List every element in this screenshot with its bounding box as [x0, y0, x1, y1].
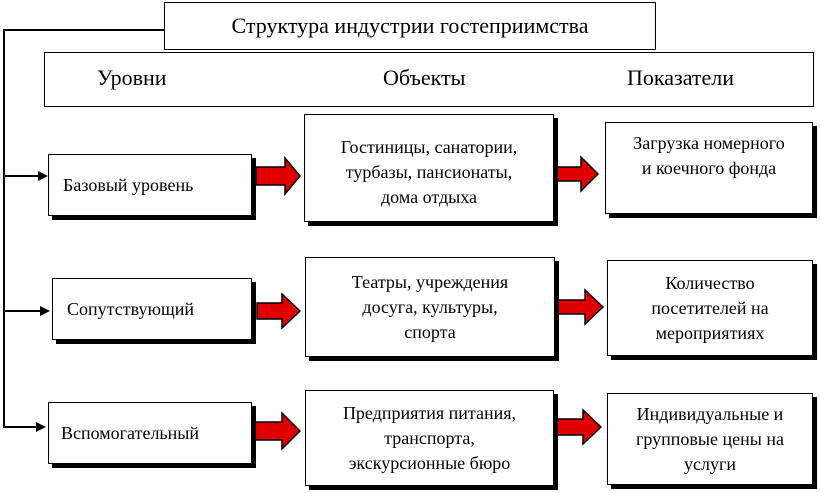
- objects-line: турбазы, пансионаты,: [345, 161, 513, 182]
- objects-line: транспорта,: [384, 427, 475, 448]
- spine-line: [3, 29, 164, 428]
- objects-line: Предприятия питания,: [342, 402, 517, 423]
- indicators-line: Индивидуальные и: [636, 403, 784, 424]
- spine-arrow-1: [4, 171, 48, 181]
- objects-line: Гостиницы, санатории,: [340, 136, 518, 157]
- indicators-line: услуги: [684, 453, 736, 474]
- level-box-related: Сопутствующий: [52, 278, 252, 340]
- red-arrow-objects-to-indicators-2: [555, 288, 605, 326]
- red-arrow-level-to-objects-3: [251, 411, 302, 451]
- red-arrow-objects-to-indicators-1: [553, 155, 600, 193]
- indicators-line: и коечного фонда: [641, 158, 777, 178]
- red-arrow-objects-to-indicators-3: [553, 408, 603, 446]
- objects-line: экскурсионные бюро: [348, 452, 511, 473]
- level-box-basic: Базовый уровень: [48, 154, 252, 216]
- indicators-box-related: Количество посетителей на мероприятиях: [607, 260, 813, 356]
- indicators-box-basic: Загрузка номерного и коечного фонда: [605, 122, 813, 214]
- header-row: Уровни Объекты Показатели: [44, 52, 814, 107]
- objects-line: Театры, учреждения: [351, 271, 509, 292]
- red-arrow-level-to-objects-1: [255, 155, 301, 197]
- level-label: Вспомогательный: [61, 422, 199, 443]
- indicators-line: мероприятиях: [655, 322, 765, 343]
- objects-line: спорта: [404, 321, 456, 342]
- diagram-title: Структура индустрии гостеприимства: [164, 2, 656, 50]
- spine-arrow-3: [4, 422, 46, 432]
- indicators-line: Загрузка номерного: [633, 133, 785, 153]
- diagram-title-text: Структура индустрии гостеприимства: [231, 13, 589, 38]
- red-arrow-level-to-objects-2: [256, 292, 302, 330]
- indicators-box-auxiliary: Индивидуальные и групповые цены на услуг…: [607, 393, 813, 485]
- objects-box-basic: Гостиницы, санатории, турбазы, пансионат…: [304, 114, 554, 222]
- level-label: Базовый уровень: [63, 174, 194, 195]
- indicators-line: Количество: [665, 272, 755, 293]
- objects-line: дома отдыха: [381, 186, 477, 207]
- indicators-line: посетителей на: [651, 297, 769, 318]
- header-levels: Уровни: [97, 65, 167, 90]
- indicators-line: групповые цены на: [636, 428, 784, 449]
- objects-box-related: Театры, учреждения досуга, культуры, спо…: [305, 257, 555, 357]
- level-label: Сопутствующий: [67, 298, 195, 319]
- header-indicators: Показатели: [627, 65, 735, 90]
- level-box-auxiliary: Вспомогательный: [48, 402, 252, 464]
- objects-box-auxiliary: Предприятия питания, транспорта, экскурс…: [305, 390, 554, 486]
- header-objects: Объекты: [383, 65, 466, 90]
- objects-line: досуга, культуры,: [362, 296, 498, 317]
- spine-arrow-2: [4, 306, 50, 316]
